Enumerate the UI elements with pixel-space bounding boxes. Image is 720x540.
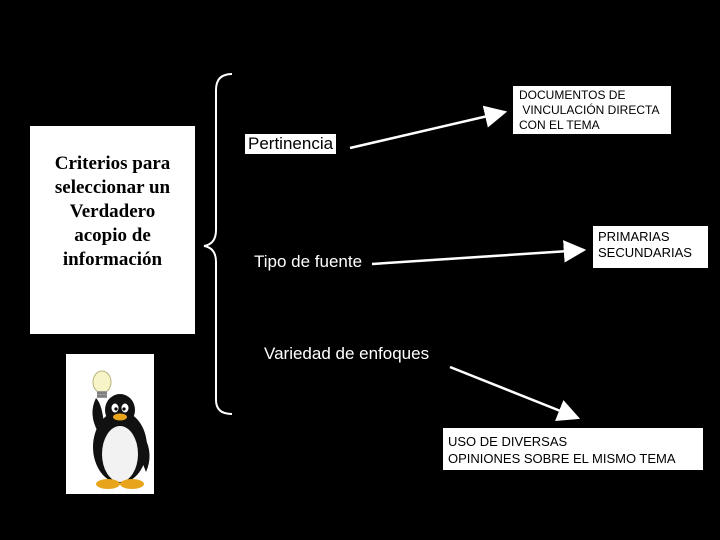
criteria-line-3: Verdadero: [69, 201, 156, 222]
result-line: VINCULACIÓN DIRECTA: [519, 103, 660, 117]
result-line: DOCUMENTOS DE: [519, 88, 626, 102]
arrow-variedad-enfoques: [449, 365, 581, 421]
result-box-tipo-fuente: PRIMARIAS SECUNDARIAS: [593, 226, 708, 268]
criteria-line-1: Criterios para: [54, 153, 171, 174]
grouping-brace: [203, 73, 233, 415]
penguin-with-lightbulb-icon: [92, 370, 150, 489]
result-box-variedad-enfoques: USO DE DIVERSAS OPINIONES SOBRE EL MISMO…: [443, 428, 703, 470]
criteria-box: Criterios para seleccionar un Verdadero …: [30, 126, 195, 334]
criteria-line-2: seleccionar un: [54, 177, 171, 198]
branch-label-variedad-enfoques: Variedad de enfoques: [264, 344, 430, 363]
branch-label-pertinencia: Pertinencia: [245, 134, 337, 154]
criteria-line-5: información: [62, 249, 163, 270]
arrow-tipo-fuente: [371, 240, 587, 266]
result-line: OPINIONES SOBRE EL MISMO TEMA: [448, 451, 676, 466]
result-line: CON EL TEMA: [519, 118, 600, 132]
result-box-pertinencia: DOCUMENTOS DE VINCULACIÓN DIRECTA CON EL…: [513, 86, 671, 134]
branch-label-tipo-fuente: Tipo de fuente: [254, 252, 363, 271]
arrow-pertinencia: [349, 105, 508, 150]
criteria-line-4: acopio de: [74, 225, 151, 246]
result-line: PRIMARIAS: [598, 229, 670, 244]
result-line: USO DE DIVERSAS: [448, 434, 568, 449]
penguin-image-frame: [66, 354, 154, 494]
result-line: SECUNDARIAS: [598, 245, 692, 260]
lightbulb-icon: [92, 370, 112, 398]
